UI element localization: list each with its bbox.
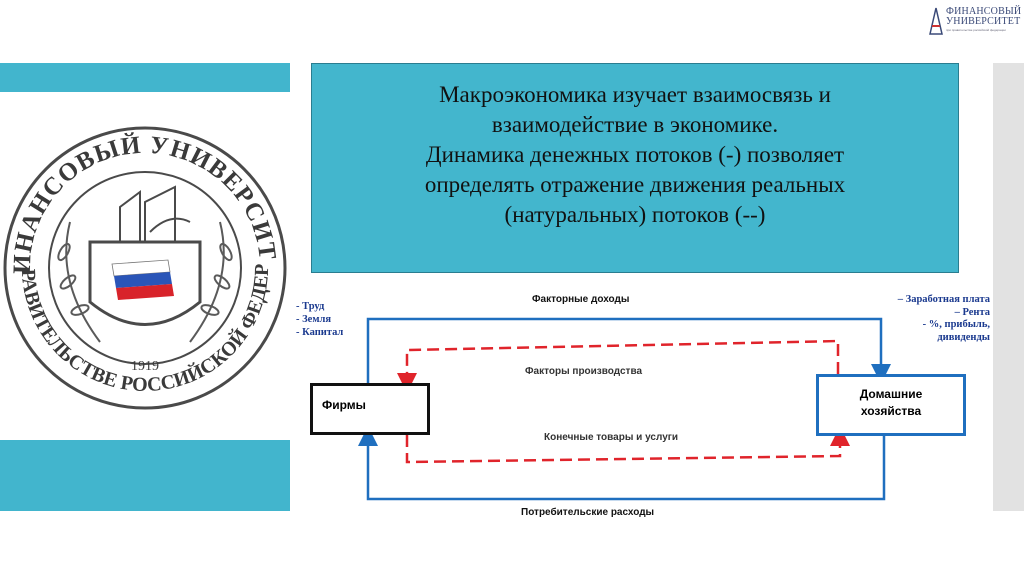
factor-income-label: Факторные доходы bbox=[532, 294, 630, 305]
logo-line-1: ФИНАНСОВЫЙ bbox=[946, 6, 1022, 17]
right-accent-strip bbox=[993, 63, 1024, 511]
university-logo: ФИНАНСОВЫЙ УНИВЕРСИТЕТ при правительстве… bbox=[928, 4, 1022, 38]
households-label-line: хозяйства bbox=[860, 404, 922, 418]
logo-emblem-icon bbox=[929, 7, 943, 35]
laurel-wreath-icon bbox=[57, 221, 233, 343]
firms-label: Фирмы bbox=[322, 398, 366, 412]
income-item: – Рента bbox=[954, 306, 990, 318]
callout-line: взаимодействие в экономике. bbox=[491, 112, 779, 137]
shield-emblem-icon bbox=[88, 185, 202, 326]
callout-line: (натуральных) потоков (--) bbox=[504, 202, 766, 227]
consumer-spending-label: Потребительские расходы bbox=[521, 507, 655, 518]
factor-income-flow-arrow bbox=[366, 317, 891, 384]
callout-text: Макроэкономика изучает взаимосвязь и вза… bbox=[311, 80, 959, 230]
resources-list: - Труд - Земля - Капитал bbox=[296, 300, 343, 339]
income-list: – Заработная плата – Рента - %, прибыль,… bbox=[832, 294, 990, 344]
consumer-spending-flow-arrow bbox=[358, 426, 886, 501]
factors-of-production-label: Факторы производства bbox=[525, 366, 643, 377]
resource-item: - Труд bbox=[296, 301, 325, 312]
logo-subtitle: при правительстве российской федерации bbox=[946, 28, 1006, 32]
seal-outer-ring bbox=[3, 126, 287, 410]
income-item: – Заработная плата bbox=[897, 294, 990, 305]
callout-box bbox=[311, 63, 959, 273]
resource-item: - Земля bbox=[296, 314, 332, 325]
firms-box bbox=[310, 383, 430, 435]
seal-year: 1919 bbox=[131, 359, 159, 374]
income-item: дивиденды bbox=[937, 331, 990, 343]
callout-line: Динамика денежных потоков (-) позволяет bbox=[425, 142, 845, 167]
final-goods-flow-arrow bbox=[405, 426, 850, 464]
resource-item: - Капитал bbox=[296, 327, 344, 338]
university-seal: ФИНАНСОВЫЙ УНИВЕРСИТЕТ ПРИ ПРАВИТЕЛЬСТВЕ… bbox=[0, 92, 287, 410]
callout-line: Макроэкономика изучает взаимосвязь и bbox=[439, 82, 831, 107]
logo-line-2: УНИВЕРСИТЕТ bbox=[946, 16, 1021, 27]
income-item: - %, прибыль, bbox=[922, 319, 990, 330]
callout-line: определять отражение движения реальных bbox=[424, 172, 846, 197]
households-label: Домашние хозяйства bbox=[816, 386, 966, 420]
households-box bbox=[816, 374, 966, 436]
final-goods-label: Конечные товары и услуги bbox=[544, 432, 679, 443]
russian-flag-icon bbox=[111, 259, 174, 300]
households-label-line: Домашние bbox=[859, 387, 923, 401]
seal-inner-ring bbox=[48, 171, 242, 365]
